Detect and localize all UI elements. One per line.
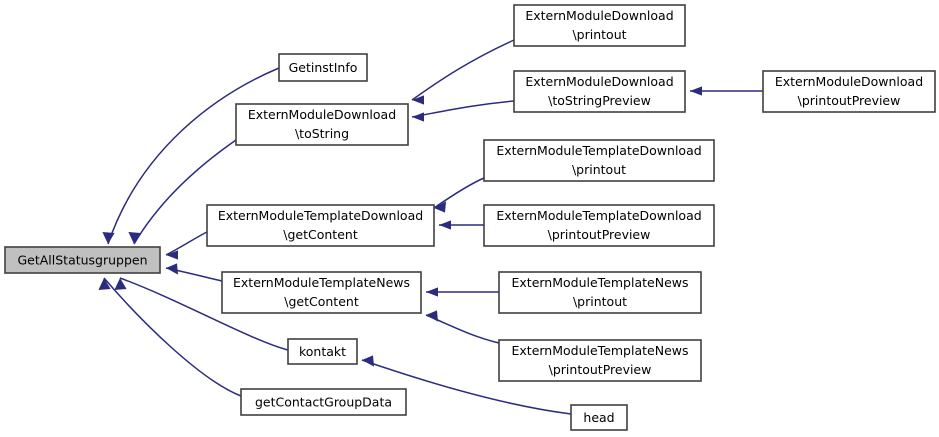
node-label-line1: getContactGroupData	[255, 395, 392, 410]
edge-line	[433, 177, 485, 209]
edge-n10-to-n9: ExternModuleTemplateNews printout calls …	[426, 287, 499, 297]
edge-arrowhead-icon	[439, 220, 451, 230]
edge-n6-to-n7: ExternModuleTemplateDownload printout ca…	[433, 177, 485, 213]
graph-node-n3[interactable]: ExternModuleDownload\printoutExternModul…	[513, 4, 686, 47]
node-label-line2: \getContent	[284, 294, 359, 309]
graph-node-n4[interactable]: ExternModuleDownload\toStringPreviewExte…	[513, 70, 686, 113]
node-label-line2: \toStringPreview	[548, 93, 651, 108]
graph-node-n6[interactable]: ExternModuleTemplateDownload\printoutExt…	[483, 139, 715, 182]
node-label-line2: \getContent	[283, 227, 358, 242]
node-label-line1: GetAllStatusgruppen	[17, 253, 147, 268]
graph-node-n14[interactable]: headhead	[570, 404, 628, 431]
node-label-line1: ExternModuleTemplateNews	[512, 343, 689, 358]
edge-line	[107, 67, 280, 245]
edge-line	[411, 39, 515, 101]
edge-line	[361, 359, 572, 415]
node-label-line1: ExternModuleTemplateDownload	[218, 208, 423, 223]
node-box[interactable]	[287, 338, 358, 365]
graph-node-n2[interactable]: ExternModuleDownload\toStringExternModul…	[235, 103, 409, 146]
node-box[interactable]	[235, 103, 409, 146]
node-label-line1: ExternModuleTemplateDownload	[496, 208, 701, 223]
node-box[interactable]	[498, 271, 702, 314]
node-box[interactable]	[206, 204, 435, 247]
node-box[interactable]	[513, 70, 686, 113]
node-label-line2: \toString	[295, 126, 349, 141]
graph-node-n0[interactable]: GetAllStatusgruppenGetAllStatusgruppen	[4, 246, 161, 274]
node-label-line1: ExternModuleDownload	[248, 107, 396, 122]
edge-arrowhead-icon	[362, 355, 374, 367]
edge-line	[411, 100, 515, 118]
node-box[interactable]	[278, 53, 368, 82]
graph-node-n13[interactable]: getContactGroupDatagetContactGroupData	[240, 388, 407, 416]
graph-node-n5[interactable]: ExternModuleDownload\printoutPreviewExte…	[762, 70, 936, 113]
edge-arrowhead-icon	[166, 263, 178, 275]
node-label-line2: \printout	[573, 294, 627, 309]
edge-line	[133, 139, 237, 245]
node-label-line2: \printout	[572, 162, 626, 177]
node-label-line1: ExternModuleDownload	[525, 74, 673, 89]
edge-n11-to-n9: ExternModuleTemplateNews printoutPreview…	[425, 310, 500, 344]
nodes-layer: GetAllStatusgruppenGetAllStatusgruppenGe…	[4, 4, 936, 431]
graph-node-n11[interactable]: ExternModuleTemplateNews \printoutPreview…	[498, 339, 702, 382]
edge-n13-to-n0: getContactGroupData calls GetAllStatusgr…	[98, 277, 242, 397]
node-box[interactable]	[570, 404, 628, 431]
node-label-line1: kontakt	[299, 344, 346, 359]
node-box[interactable]	[513, 4, 686, 47]
node-label-line2: \printoutPreview	[549, 362, 652, 377]
node-label-line2: \printoutPreview	[548, 227, 651, 242]
graph-node-n7[interactable]: ExternModuleTemplateDownload\getContentE…	[206, 204, 435, 247]
graph-node-n8[interactable]: ExternModuleTemplateDownload \printoutPre…	[483, 204, 715, 247]
graph-node-n1[interactable]: GetinstInfoGetinstInfo	[278, 53, 368, 82]
node-box[interactable]	[221, 271, 422, 314]
node-label-line1: head	[583, 410, 614, 425]
edge-n4-to-n2: ExternModuleDownload toStringPreview cal…	[411, 100, 515, 122]
graph-node-n9[interactable]: ExternModuleTemplateNews\getContentExter…	[221, 271, 422, 314]
edge-n7-to-n0: ExternModuleTemplateDownload getContent …	[165, 231, 208, 260]
graph-node-n10[interactable]: ExternModuleTemplateNews\printoutExternM…	[498, 271, 702, 314]
node-label-line1: GetinstInfo	[289, 60, 358, 75]
edge-arrowhead-icon	[426, 310, 438, 322]
edge-n14-to-n12: head calls kontakt	[361, 355, 572, 415]
graph-node-n12[interactable]: kontaktkontakt	[287, 338, 358, 365]
edge-line	[119, 277, 289, 351]
node-label-line1: ExternModuleDownload	[775, 74, 923, 89]
edge-n9-to-n0: ExternModuleTemplateNews getContent call…	[165, 263, 223, 282]
node-box[interactable]	[483, 139, 715, 182]
edge-arrowhead-icon	[690, 86, 702, 96]
edge-n2-to-n0: ExternModuleDownload toString calls GetA…	[128, 139, 237, 245]
edge-n12-to-n0: kontakt calls GetAllStatusgruppen	[114, 277, 289, 351]
node-box[interactable]	[762, 70, 936, 113]
edge-n5-to-n4: ExternModuleDownload printoutPreview cal…	[689, 86, 763, 96]
edge-arrowhead-icon	[434, 201, 446, 213]
node-box[interactable]	[240, 388, 407, 416]
edge-n1-to-n0: GetinstInfo calls GetAllStatusgruppen	[102, 67, 280, 245]
edge-line	[103, 277, 242, 397]
node-label-line1: ExternModuleDownload	[525, 8, 673, 23]
edge-arrowhead-icon	[102, 232, 115, 244]
node-box[interactable]	[483, 204, 715, 247]
node-label-line1: ExternModuleTemplateNews	[233, 275, 410, 290]
edge-arrowhead-icon	[128, 232, 141, 244]
edge-arrowhead-icon	[412, 95, 424, 105]
edge-arrowhead-icon	[166, 250, 178, 260]
edge-line	[165, 231, 208, 256]
edge-arrowhead-icon	[412, 112, 424, 122]
edge-arrowhead-icon	[98, 278, 111, 290]
node-label-line1: ExternModuleTemplateNews	[512, 275, 689, 290]
node-box[interactable]	[498, 339, 702, 382]
edge-n8-to-n7: ExternModuleTemplateDownload printoutPre…	[439, 220, 485, 230]
node-label-line2: \printout	[572, 27, 626, 42]
node-label-line2: \printoutPreview	[798, 93, 901, 108]
node-label-line1: ExternModuleTemplateDownload	[496, 143, 701, 158]
edge-arrowhead-icon	[426, 287, 438, 297]
edges-layer: GetinstInfo calls GetAllStatusgruppenExt…	[98, 39, 763, 415]
node-box[interactable]	[4, 246, 161, 274]
edge-arrowhead-icon	[114, 278, 127, 290]
edge-n3-to-n2: ExternModuleDownload printout calls toSt…	[411, 39, 515, 105]
